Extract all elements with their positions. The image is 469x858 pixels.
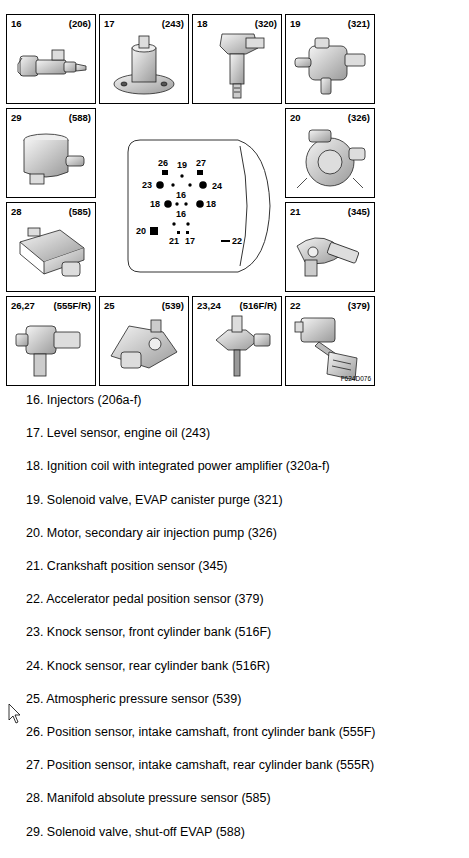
callout-number: 22: [290, 300, 301, 311]
part-tile: 25 (539): [99, 296, 189, 386]
component-code: (206): [69, 18, 91, 29]
key-entry: 28. Manifold absolute pressure sensor (5…: [26, 790, 271, 806]
component-code: (516F/R): [240, 300, 277, 311]
location-number: 21: [169, 236, 179, 246]
component-code: (243): [162, 18, 184, 29]
part-tile: 22 (379) F624D076: [285, 296, 375, 386]
location-number: 24: [212, 181, 222, 191]
key-entry: 27. Position sensor, intake camshaft, re…: [26, 757, 374, 773]
location-number: 16: [176, 190, 186, 200]
callout-number: 17: [104, 18, 115, 29]
component-code: (345): [348, 206, 370, 217]
location-number: 27: [196, 158, 206, 168]
key-entry: 18. Ignition coil with integrated power …: [26, 458, 330, 474]
component-code: (588): [69, 112, 91, 123]
callout-number: 23,24: [197, 300, 221, 311]
component-code: (379): [348, 300, 370, 311]
part-tile: 17 (243): [99, 14, 189, 104]
location-number: 17: [185, 236, 195, 246]
callout-number: 26,27: [11, 300, 35, 311]
location-number: 16: [176, 209, 186, 219]
callout-number: 29: [11, 112, 22, 123]
part-tile: 26,27 (555F/R): [6, 296, 96, 386]
key-entry: 19. Solenoid valve, EVAP canister purge …: [26, 492, 283, 508]
callout-number: 19: [290, 18, 301, 29]
key-entry: 26. Position sensor, intake camshaft, fr…: [26, 724, 375, 740]
location-number: 20: [136, 226, 146, 236]
callout-number: 28: [11, 206, 22, 217]
location-number: 23: [142, 180, 152, 190]
key-entry: 25. Atmospheric pressure sensor (539): [26, 691, 241, 707]
component-code: (326): [348, 112, 370, 123]
callout-number: 25: [104, 300, 115, 311]
part-tile: 21 (345): [285, 202, 375, 292]
component-code: (321): [348, 18, 370, 29]
location-number: 18: [206, 199, 216, 209]
key-entry: 23. Knock sensor, front cylinder bank (5…: [26, 624, 271, 640]
part-tile: 29 (588): [6, 108, 96, 198]
key-entry: 24. Knock sensor, rear cylinder bank (51…: [26, 658, 270, 674]
callout-number: 20: [290, 112, 301, 123]
part-tile: 19 (321): [285, 14, 375, 104]
location-number: 26: [158, 158, 168, 168]
key-entry: 29. Solenoid valve, shut-off EVAP (588): [26, 824, 245, 840]
part-tile: 23,24 (516F/R): [192, 296, 282, 386]
part-tile: 16 (206): [6, 14, 96, 104]
callout-number: 16: [11, 18, 22, 29]
location-number: 22: [232, 236, 242, 246]
callout-number: 21: [290, 206, 301, 217]
component-code: (555F/R): [54, 300, 91, 311]
key-entry: 22. Accelerator pedal position sensor (3…: [26, 591, 264, 607]
location-number: 19: [177, 160, 187, 170]
callout-number: 18: [197, 18, 208, 29]
key-entry: 16. Injectors (206a-f): [26, 392, 141, 408]
part-tile: 20 (326): [285, 108, 375, 198]
key-entry: 20. Motor, secondary air injection pump …: [26, 525, 277, 541]
part-tile: 28 (585): [6, 202, 96, 292]
figure-code: F624D076: [341, 375, 371, 383]
component-code: (585): [69, 206, 91, 217]
key-entry: 21. Crankshaft position sensor (345): [26, 558, 228, 574]
component-code: (539): [162, 300, 184, 311]
part-tile: 18 (320): [192, 14, 282, 104]
key-entry: 17. Level sensor, engine oil (243): [26, 425, 210, 441]
component-code: (320): [255, 18, 277, 29]
location-number: 18: [150, 199, 160, 209]
